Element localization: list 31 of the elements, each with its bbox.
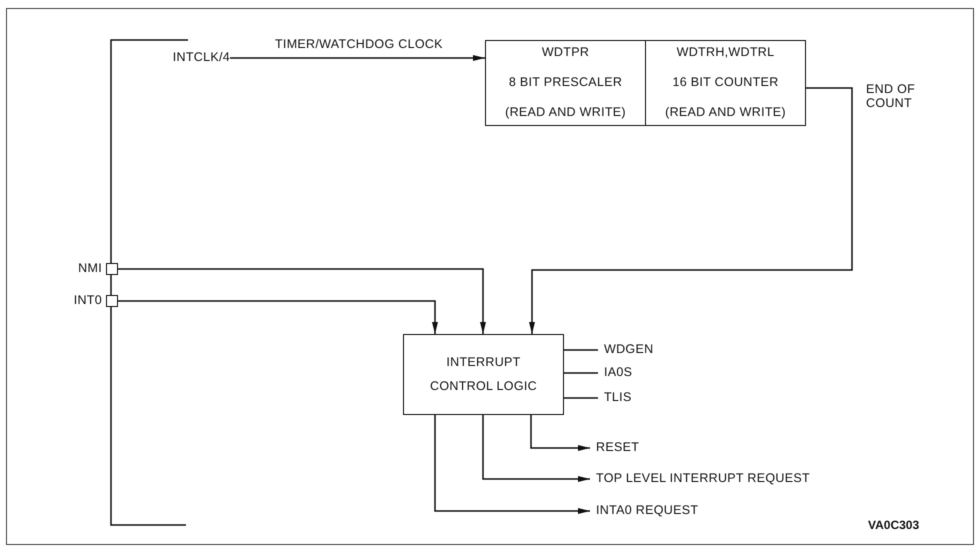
signal-name: WDGEN <box>604 341 654 358</box>
edge-label: TIMER/WATCHDOG CLOCK <box>275 37 443 51</box>
block-box <box>403 334 564 415</box>
block-text: WDTPR <box>542 44 590 62</box>
block-text: 8 BIT PRESCALER <box>508 74 622 92</box>
block-text: (READ AND WRITE) <box>665 104 786 121</box>
arrow <box>434 415 590 514</box>
signal-name: INT0 <box>74 292 102 310</box>
signal-name: NMI <box>78 260 102 278</box>
signal-name: TOP LEVEL INTERRUPT REQUEST <box>596 470 810 488</box>
signal-name: INTCLK/4 <box>172 49 230 66</box>
signal-name: RESET <box>596 439 640 456</box>
block-text: WDTRH,WDTRL <box>676 44 774 62</box>
arrow <box>530 415 590 451</box>
arrow <box>230 55 485 61</box>
arrow <box>118 268 486 334</box>
signal-line <box>564 349 598 351</box>
signal-line <box>564 372 598 374</box>
block-box <box>485 40 646 126</box>
arrow <box>529 87 853 334</box>
block-text: 16 BIT COUNTER <box>672 74 779 92</box>
block-box <box>645 40 806 126</box>
signal-line <box>564 397 598 399</box>
block-text: (READ AND WRITE) <box>505 104 626 121</box>
signal-name: INTA0 REQUEST <box>596 502 698 520</box>
signal-name: IA0S <box>604 364 632 382</box>
block-text: INTERRUPT CONTROL LOGIC <box>429 354 538 394</box>
arrow <box>118 300 438 334</box>
arrow <box>482 415 590 482</box>
figure-code: VA0C303 <box>868 518 920 532</box>
signal-name: TLIS <box>604 389 632 406</box>
